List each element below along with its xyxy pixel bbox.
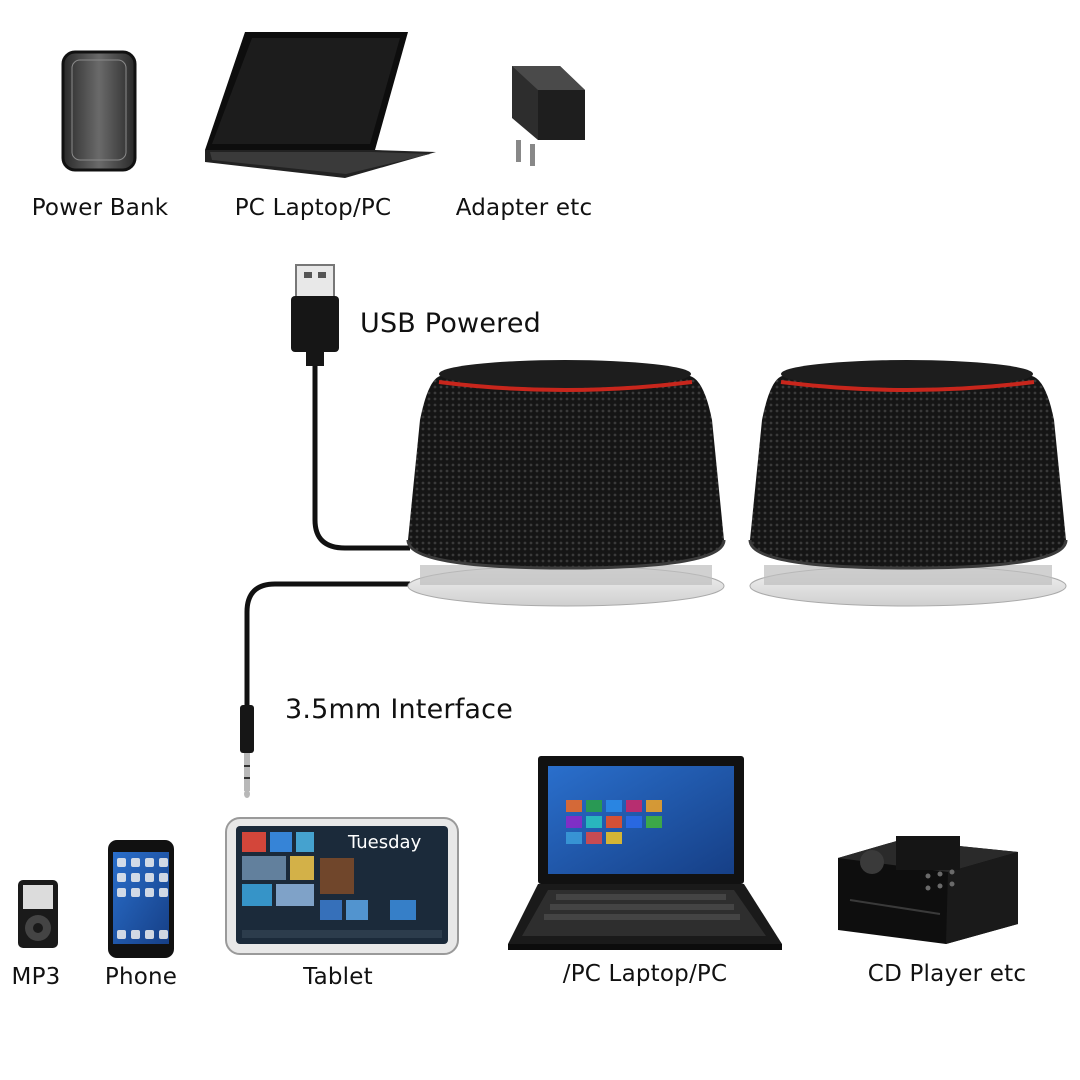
pc-laptop-label: PC Laptop/PC bbox=[234, 195, 392, 221]
audio-cable bbox=[240, 581, 410, 798]
laptop-icon bbox=[508, 756, 782, 950]
power-bank-label: Power Bank bbox=[31, 195, 169, 221]
speaker-right bbox=[748, 360, 1068, 607]
cd-player-icon bbox=[838, 836, 1018, 944]
phone-label: Phone bbox=[104, 964, 178, 990]
usb-cable bbox=[291, 264, 410, 551]
adapter-icon bbox=[512, 66, 585, 166]
tablet-label: Tablet bbox=[303, 964, 373, 990]
mp3-player-icon bbox=[18, 880, 58, 948]
bottom-laptop-label: /PC Laptop/PC bbox=[562, 961, 728, 987]
adapter-label: Adapter etc bbox=[455, 195, 593, 221]
audio-interface-label: 3.5mm Interface bbox=[285, 694, 514, 725]
tablet-icon: Tuesday bbox=[225, 817, 459, 955]
laptop-icon bbox=[205, 32, 436, 178]
power-bank-icon bbox=[61, 50, 137, 172]
usb-powered-label: USB Powered bbox=[360, 308, 541, 339]
speaker-left bbox=[406, 360, 726, 607]
cd-player-label: CD Player etc bbox=[867, 961, 1027, 987]
phone-icon bbox=[108, 840, 174, 958]
mp3-label: MP3 bbox=[11, 964, 61, 990]
tablet-day-text: Tuesday bbox=[347, 832, 422, 853]
